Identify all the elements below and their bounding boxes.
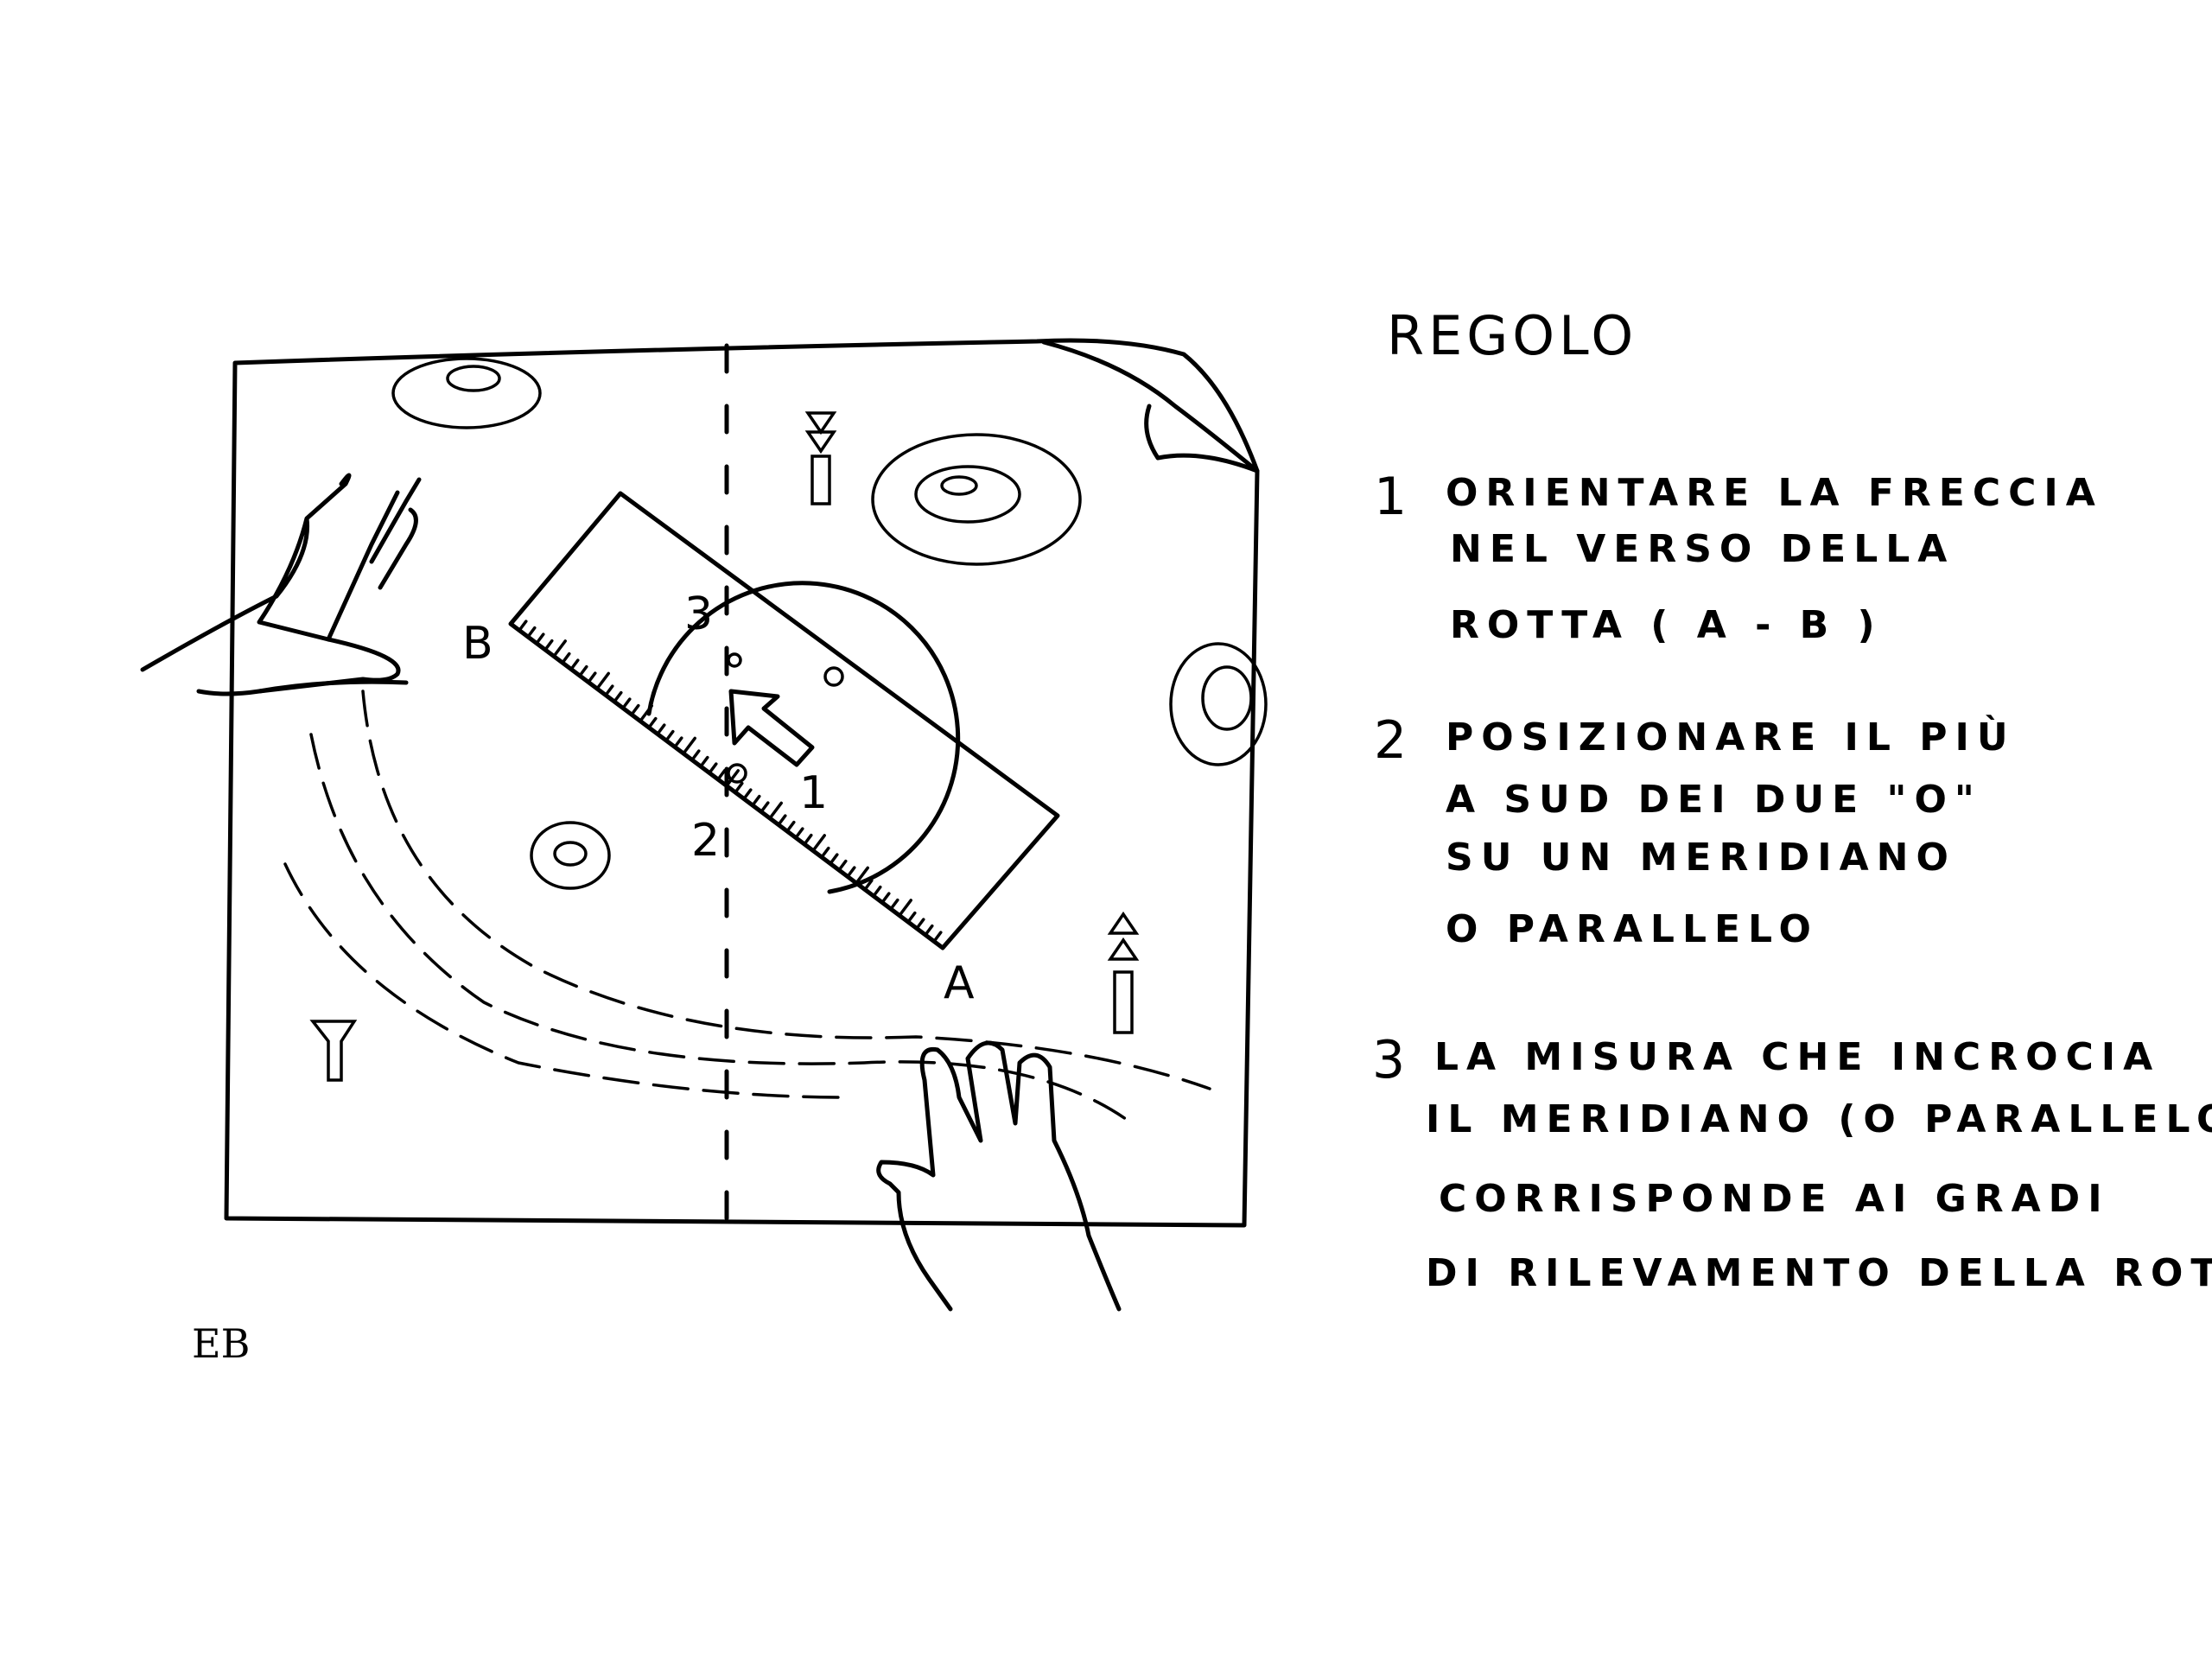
- ruler-tick: [569, 658, 580, 671]
- ruler-tick: [656, 723, 666, 736]
- ruler-tick: [751, 794, 761, 807]
- ruler-tick: [768, 801, 783, 820]
- ruler-tick: [673, 736, 683, 749]
- step-line: ORIENTARE LA FRECCIA: [1446, 471, 2103, 515]
- step-line: A SUD DEI DUE "O": [1446, 778, 1982, 822]
- ruler-tick: [716, 768, 727, 781]
- ruler-tick: [820, 846, 830, 859]
- step-line: NEL VERSO DELLA: [1450, 527, 1955, 571]
- ruler-tick: [906, 911, 917, 924]
- ruler-tick: [777, 814, 787, 827]
- lighthouse-symbol-top: [804, 411, 837, 505]
- page-title: REGOLO: [1387, 304, 1638, 367]
- step-line: LA MISURA CHE INCROCIA: [1434, 1035, 2161, 1079]
- protractor-arc: [646, 581, 961, 894]
- ruler-tick: [932, 931, 943, 944]
- ruler-tick: [621, 697, 632, 710]
- ruler-tick: [552, 639, 567, 658]
- ruler-tick: [794, 827, 804, 840]
- ruler-tick: [647, 716, 658, 729]
- ruler-tick: [561, 652, 571, 664]
- marker-3-label: 3: [684, 588, 713, 640]
- step-line: O PARALLELO: [1446, 907, 1819, 951]
- folded-corner: [1041, 340, 1260, 474]
- step-number: 3: [1372, 1030, 1406, 1090]
- anchor-symbol: [309, 1020, 358, 1082]
- point-a-label: A: [944, 957, 975, 1009]
- ruler-tick: [742, 788, 753, 801]
- ruler-tick: [863, 879, 874, 892]
- ruler-tick: [518, 620, 528, 632]
- step-line: SU UN MERIDIANO: [1446, 836, 1956, 880]
- ruler-tick: [725, 769, 740, 788]
- ruler-tick: [829, 853, 839, 866]
- ruler-tick: [682, 736, 696, 755]
- ruler-tick: [880, 892, 891, 905]
- ruler-tick: [526, 626, 537, 639]
- step-line: POSIZIONARE IL PIÙ: [1446, 715, 2016, 760]
- marker-1-label: 1: [799, 767, 828, 819]
- point-b-label: B: [462, 618, 493, 670]
- ruler-tick: [664, 729, 675, 742]
- ruler-tick: [543, 639, 554, 652]
- ruler-tick: [595, 671, 610, 690]
- coastline: [283, 690, 1211, 1125]
- ruler-tick: [915, 918, 925, 931]
- ruler-tick: [587, 671, 597, 684]
- step-line: DI RILEVAMENTO DELLA ROTTA.: [1426, 1251, 2212, 1295]
- left-hand: [140, 473, 422, 696]
- direction-arrow-icon: [728, 689, 815, 767]
- ruler-tick: [811, 834, 826, 853]
- ruler-tick: [760, 801, 770, 814]
- step-line: IL MERIDIANO (O PARALLELO): [1426, 1097, 2212, 1141]
- map-sheet: [224, 338, 1260, 1228]
- right-hand: [876, 1040, 1122, 1312]
- ruler-tick: [630, 703, 640, 716]
- ruler-tick: [855, 866, 869, 885]
- step-line: CORRISPONDE AI GRADI: [1439, 1177, 2110, 1221]
- ruler-tick: [699, 755, 709, 768]
- ruler-tick: [604, 684, 614, 697]
- signature: EB: [192, 1320, 251, 1367]
- ruler-tick: [803, 833, 813, 846]
- ruler-tick: [708, 762, 718, 775]
- ruler-tick: [898, 899, 912, 918]
- ruler-tick: [578, 664, 588, 677]
- ruler-tick: [846, 866, 856, 879]
- ruler-tick: [613, 690, 623, 703]
- ruler-tick: [535, 632, 545, 645]
- ruler-tick: [690, 749, 701, 762]
- ruler-tick: [889, 898, 899, 911]
- marker-2-label: 2: [691, 815, 720, 867]
- ruler-tick: [785, 820, 796, 833]
- step-number: 2: [1374, 710, 1408, 771]
- ruler-tick: [837, 859, 848, 872]
- step-number: 1: [1374, 467, 1408, 527]
- ruler-tick: [872, 885, 882, 898]
- island-contours: [391, 357, 1268, 890]
- step-line: ROTTA ( A - B ): [1450, 603, 1883, 647]
- ruler-tick: [924, 924, 934, 937]
- course-plotter-ruler: [508, 491, 1060, 950]
- ruler-tick: [734, 781, 744, 794]
- lighthouse-symbol-bottom: [1107, 911, 1140, 1034]
